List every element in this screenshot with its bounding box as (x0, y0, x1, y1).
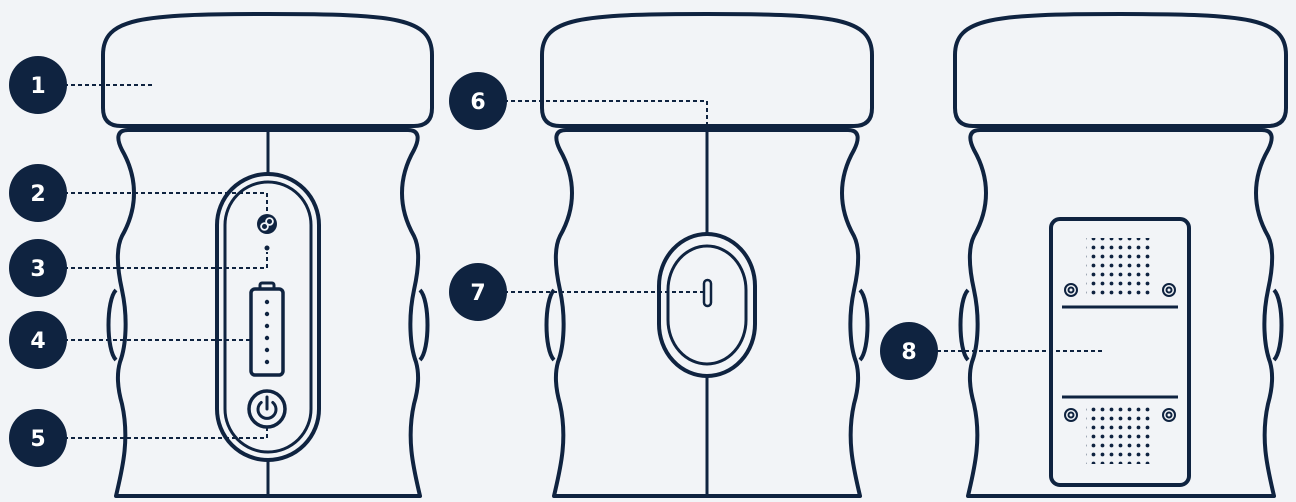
callout-6-label: 6 (470, 90, 485, 115)
side-view (540, 12, 874, 498)
callout-5-label: 5 (30, 427, 45, 452)
front-view (101, 12, 434, 498)
battery-level-dot (264, 347, 270, 353)
battery-level-dot (264, 323, 270, 329)
power-icon (256, 395, 278, 420)
link-icon (260, 217, 274, 231)
battery-level-dot (264, 335, 270, 341)
battery-level-dot (264, 311, 270, 317)
callout-3-label: 3 (30, 257, 45, 282)
callout-7-label: 7 (470, 281, 485, 306)
leader-lines (64, 84, 1104, 439)
callout-3: 3 (9, 239, 67, 297)
callout-4-label: 4 (30, 329, 45, 354)
callout-5: 5 (9, 409, 67, 467)
callout-2-label: 2 (30, 182, 45, 207)
battery-level-dot (264, 299, 270, 305)
front-cap (101, 12, 434, 128)
callout-2: 2 (9, 164, 67, 222)
battery-icon (249, 281, 285, 377)
battery-level-dot (264, 359, 270, 365)
speaker-grille-bottom (1086, 404, 1154, 464)
back-cap (953, 12, 1288, 128)
callout-7: 7 (449, 263, 507, 321)
callout-1: 1 (9, 56, 67, 114)
speaker-grille-top (1086, 238, 1154, 298)
callout-1-label: 1 (30, 74, 45, 99)
side-slot-indicator (702, 278, 713, 308)
callout-4: 4 (9, 311, 67, 369)
callout-6: 6 (449, 72, 507, 130)
side-cap (540, 12, 874, 128)
back-view (953, 12, 1288, 498)
indicator-light (264, 245, 270, 251)
callout-8: 8 (880, 322, 938, 380)
callout-8-label: 8 (901, 340, 916, 365)
screw-icons (1064, 283, 1176, 422)
